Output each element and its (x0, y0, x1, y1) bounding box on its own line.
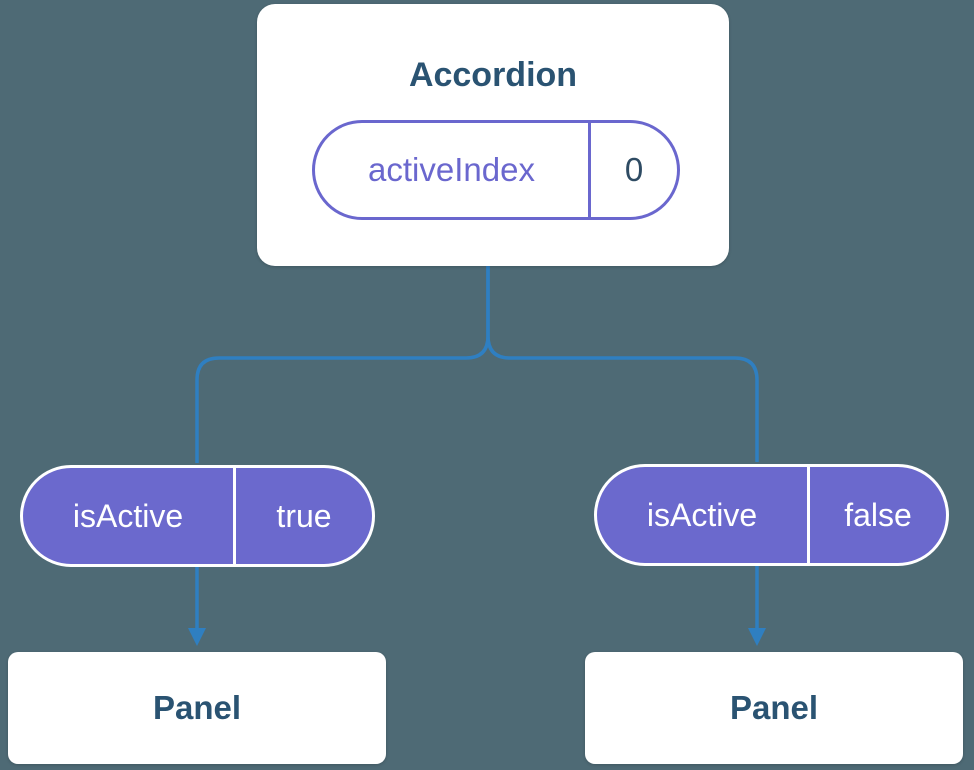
prop-value: true (276, 497, 332, 534)
prop-name: isActive (72, 497, 184, 534)
panel-card: Panel (585, 652, 963, 764)
state-pill: activeIndex 0 (312, 120, 680, 220)
accordion-title: Accordion (408, 56, 578, 94)
state-value: 0 (624, 151, 644, 188)
prop-pill-divider (807, 467, 810, 563)
prop-pill: isActive false (594, 464, 949, 566)
arrow-right-head-icon (748, 628, 766, 646)
branch-left-line (195, 266, 490, 463)
arrow-left-head-icon (188, 628, 206, 646)
prop-pill: isActive true (20, 465, 375, 567)
branch-right-line (486, 266, 759, 462)
panel-title: Panel (152, 689, 242, 726)
state-name: activeIndex (368, 151, 535, 188)
prop-pill-divider (233, 468, 236, 564)
prop-name: isActive (646, 496, 758, 533)
state-pill-divider (588, 123, 591, 217)
accordion-card: Accordion activeIndex 0 (257, 4, 729, 266)
panel-title: Panel (729, 689, 819, 726)
panel-card: Panel (8, 652, 386, 764)
prop-value: false (844, 496, 912, 533)
